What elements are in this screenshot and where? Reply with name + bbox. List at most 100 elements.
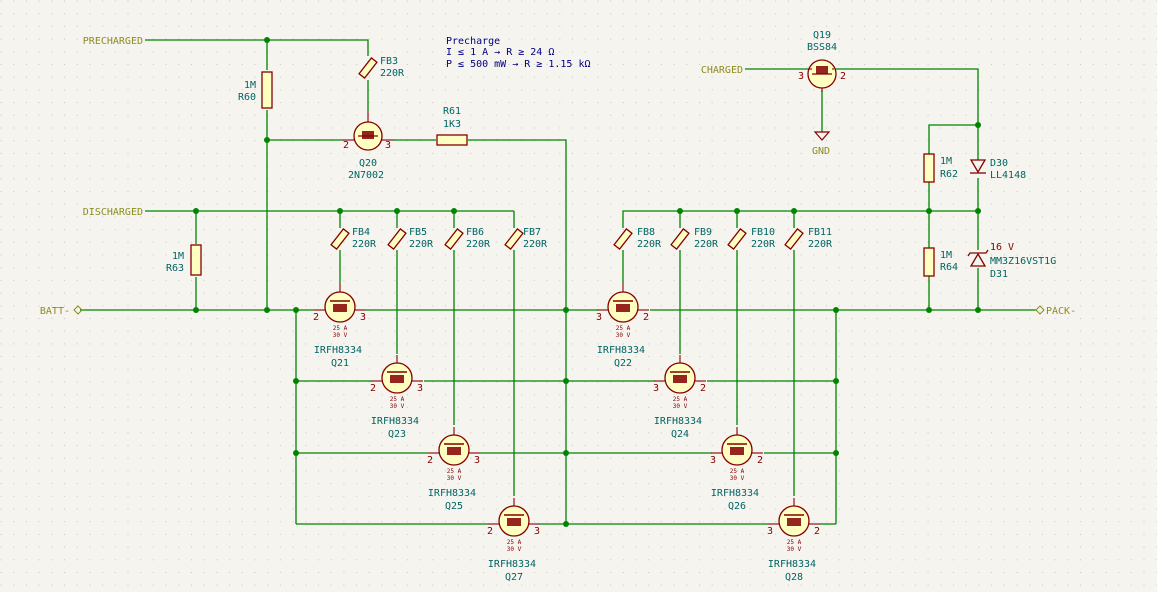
mosfet-pin-left: 2: [370, 383, 376, 394]
channel-mark: [616, 304, 630, 312]
ferrite-FB9-ref: FB9: [694, 227, 712, 238]
ferrite-FB8[interactable]: FB8 220R: [613, 227, 662, 250]
mosfet-Q25-ref: Q25: [445, 501, 463, 512]
ferrite-FB9-value: 220R: [694, 239, 719, 250]
mosfet-voltage-rating: 30 V: [673, 403, 688, 410]
net-label-discharged: DISCHARGED: [83, 207, 143, 218]
resistor-R61-ref: R61: [443, 106, 461, 117]
channel-mark: [333, 304, 347, 312]
ferrite-FB7[interactable]: FB7 220R: [504, 227, 548, 250]
channel-mark: [390, 375, 404, 383]
mosfet-current-rating: 25 A: [673, 396, 688, 403]
ferrite-FB9[interactable]: FB9 220R: [670, 227, 719, 250]
ferrite-FB10-ref: FB10: [751, 227, 775, 238]
net-label-gnd: GND: [812, 146, 830, 157]
mosfet-pin-left: 2: [427, 455, 433, 466]
note-current: I ≤ 1 A → R ≥ 24 Ω: [446, 47, 554, 58]
mosfet-Q27-value: IRFH8334: [488, 559, 536, 570]
resistor-R63-ref: R63: [166, 263, 184, 274]
mosfet-pin-left: 3: [653, 383, 659, 394]
pack-port-icon: [1035, 305, 1045, 315]
ferrite-FB6[interactable]: FB6 220R: [444, 227, 491, 250]
mosfet-pin-right: 2: [814, 526, 820, 537]
ferrite-FB8-value: 220R: [637, 239, 662, 250]
mosfet-pin-right: 2: [757, 455, 763, 466]
mosfet-current-rating: 25 A: [447, 468, 462, 475]
resistor-R64-value: 1M: [940, 250, 952, 261]
resistor-R61[interactable]: R61 1K3: [436, 106, 468, 146]
ferrite-FB7-value: 220R: [523, 239, 548, 250]
mosfet-pin-right: 3: [360, 312, 366, 323]
mosfet-Q25-value: IRFH8334: [428, 488, 476, 499]
batt-port-icon: [73, 305, 83, 315]
ferrite-FB4[interactable]: FB4 220R: [330, 227, 377, 250]
mosfet-voltage-rating: 30 V: [390, 403, 405, 410]
mosfet-current-rating: 25 A: [730, 468, 745, 475]
mosfet-pin-right: 2: [643, 312, 649, 323]
precharge-note: Precharge I ≤ 1 A → R ≥ 24 Ω P ≤ 500 mW …: [446, 36, 591, 70]
q20-pin2: 2: [343, 140, 349, 151]
net-label-pack: PACK-: [1046, 306, 1076, 317]
net-label-batt: BATT-: [40, 306, 70, 317]
resistor-R63[interactable]: 1M R63: [166, 244, 202, 276]
channel-mark: [730, 447, 744, 455]
mosfet-Q24-ref: Q24: [671, 429, 689, 440]
mosfet-pin-right: 3: [474, 455, 480, 466]
mosfet-Q22-value: IRFH8334: [597, 345, 645, 356]
mosfet-Q24-value: IRFH8334: [654, 416, 702, 427]
mosfet-pin-right: 3: [534, 526, 540, 537]
q20-pin3: 3: [385, 140, 391, 151]
ferrite-FB5[interactable]: FB5 220R: [387, 227, 434, 250]
mosfet-Q27-ref: Q27: [505, 572, 523, 583]
net-labels: PRECHARGED DISCHARGED BATT- CHARGED PACK…: [40, 36, 1076, 317]
transistor-Q20[interactable]: 2 3 Q20 2N7002: [342, 112, 394, 181]
transistor-Q19[interactable]: 3 2 Q19 BSS84: [798, 30, 846, 92]
resistor-R62[interactable]: 1M R62: [923, 153, 958, 183]
mosfet-Q23-value: IRFH8334: [371, 416, 419, 427]
mosfet-current-rating: 25 A: [390, 396, 405, 403]
mosfet-pin-left: 3: [767, 526, 773, 537]
diode-D31-value: MM3Z16VST1G: [990, 256, 1056, 267]
mosfet-current-rating: 25 A: [507, 539, 522, 546]
resistor-R60-ref: R60: [238, 92, 256, 103]
resistor-R64[interactable]: 1M R64: [923, 247, 958, 277]
mosfet-pin-left: 2: [487, 526, 493, 537]
mosfet-pin-right: 3: [417, 383, 423, 394]
ferrite-FB10-value: 220R: [751, 239, 776, 250]
mosfet-Q28-ref: Q28: [785, 572, 803, 583]
transistor-Q19-ref: Q19: [813, 30, 831, 41]
mosfet-Q28-value: IRFH8334: [768, 559, 816, 570]
mosfet-Q21-ref: Q21: [331, 358, 349, 369]
mosfet-voltage-rating: 30 V: [447, 475, 462, 482]
mosfet-voltage-rating: 30 V: [787, 546, 802, 553]
q19-pin2: 2: [840, 71, 846, 82]
ferrite-FB11[interactable]: FB11 220R: [784, 227, 833, 250]
ferrite-FB3-value: 220R: [380, 68, 405, 79]
mosfet-Q23-ref: Q23: [388, 429, 406, 440]
ferrite-FB3[interactable]: FB3 220R: [358, 56, 405, 79]
mosfet-Q22-ref: Q22: [614, 358, 632, 369]
diode-D30[interactable]: D30 LL4148: [969, 158, 1026, 181]
ferrite-FB6-value: 220R: [466, 239, 491, 250]
mosfet-pin-left: 3: [710, 455, 716, 466]
resistor-R62-ref: R62: [940, 169, 958, 180]
mosfet-voltage-rating: 30 V: [730, 475, 745, 482]
channel-mark: [673, 375, 687, 383]
resistor-R60[interactable]: R60 1M: [238, 71, 273, 109]
diode-D31-ref: D31: [990, 269, 1008, 280]
mosfet-current-rating: 25 A: [616, 325, 631, 332]
mosfet-Q26-ref: Q26: [728, 501, 746, 512]
ferrite-FB10[interactable]: FB10 220R: [727, 227, 776, 250]
diode-D30-ref: D30: [990, 158, 1008, 169]
diode-D31[interactable]: 16 V MM3Z16VST1G D31: [967, 242, 1056, 280]
resistor-R63-value: 1M: [172, 251, 184, 262]
